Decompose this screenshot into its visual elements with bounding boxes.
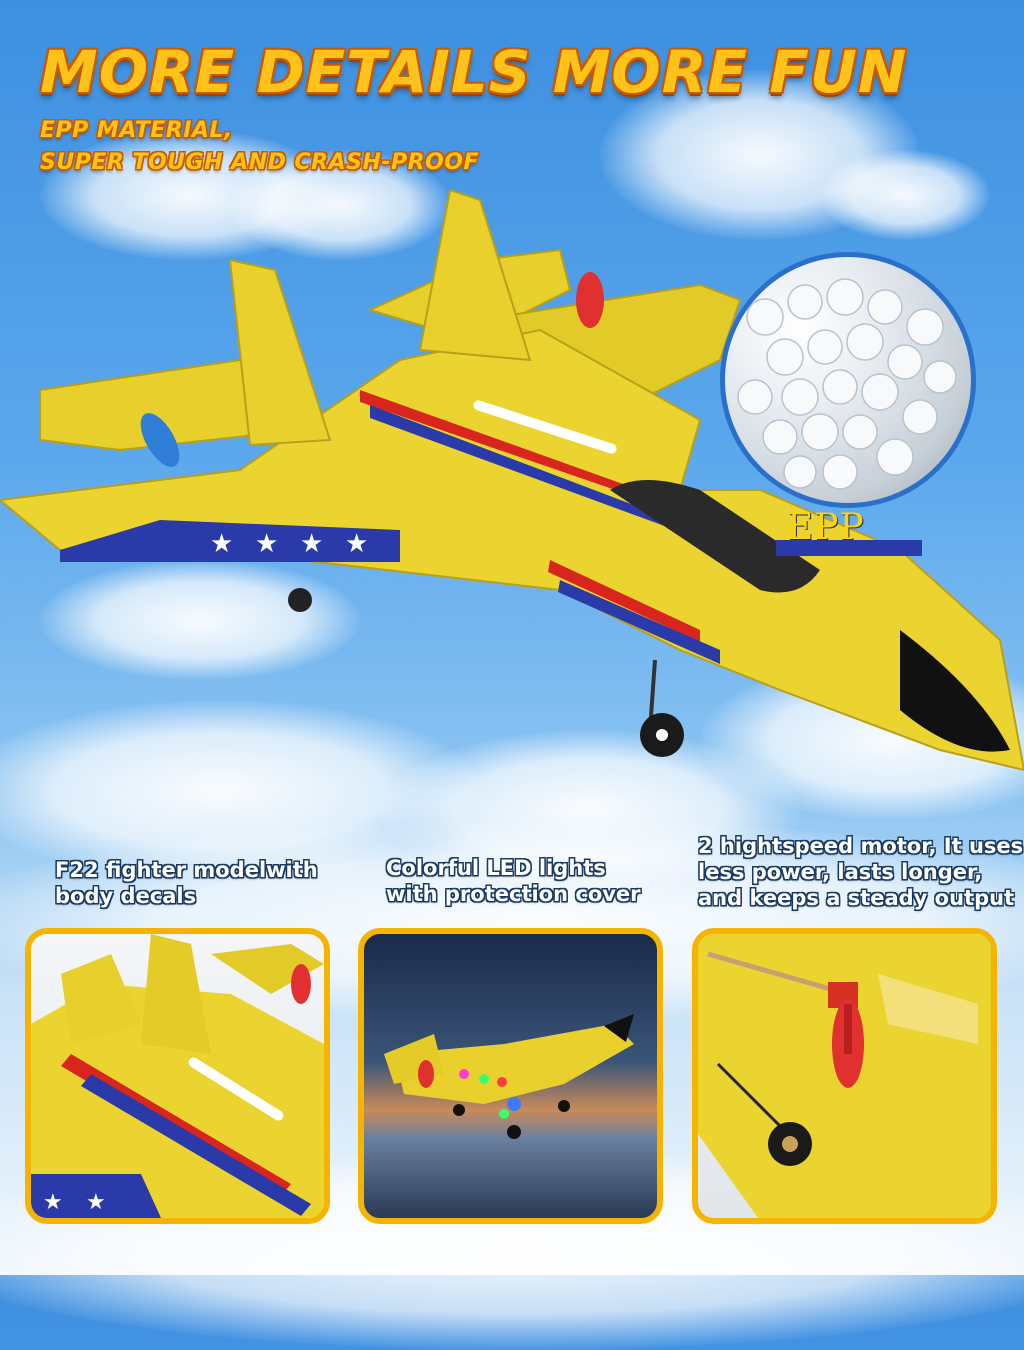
subheadline-line-1: EPP MATERIAL, <box>40 118 233 143</box>
feature-1-line-1: F22 fighter modelwith <box>55 858 318 882</box>
feature-caption-led: Colorful LED lights with protection cove… <box>386 855 641 907</box>
main-plane-red-propeller <box>576 272 604 328</box>
svg-text:★: ★ <box>255 529 278 559</box>
subheadline-line-2: SUPER TOUGH AND CRASH-PROOF <box>40 150 480 175</box>
svg-text:★: ★ <box>43 1190 63 1215</box>
feature-2-line-2: with protection cover <box>386 882 641 906</box>
main-plane-right-fin <box>418 190 532 362</box>
feature-2-line-1: Colorful LED lights <box>386 856 606 880</box>
epp-badge-label: EPP <box>787 507 865 548</box>
main-plane-led-strip <box>473 400 617 454</box>
main-plane-blue-propeller <box>140 413 180 467</box>
main-plane-illustration: ★ ★ ★ ★ <box>0 190 1024 772</box>
svg-text:★: ★ <box>300 529 323 559</box>
svg-text:★: ★ <box>86 1190 106 1215</box>
epp-badge-bar <box>776 540 922 556</box>
decals-closeup-image: ★ ★ <box>31 934 324 1218</box>
main-plane-red-stripe <box>360 390 650 502</box>
feature-caption-decals: F22 fighter modelwith body decals <box>55 857 318 909</box>
svg-text:★: ★ <box>345 529 368 559</box>
main-plane-cockpit <box>610 480 820 593</box>
epp-foam-magnifier <box>720 252 976 508</box>
feature-panel-motor <box>692 928 997 1224</box>
main-plane-nose-cone <box>900 630 1010 752</box>
feature-3-line-1: 2 hightspeed motor, It uses <box>698 834 1024 858</box>
main-plane-blue-stripe <box>370 405 670 528</box>
main-plane-left-stabilizer <box>39 358 302 452</box>
main-plane-left-fin <box>228 258 332 447</box>
feature-3-line-3: and keeps a steady output <box>698 886 1015 910</box>
motor-closeup-image <box>698 934 991 1218</box>
main-plane-star-decal <box>60 520 400 562</box>
feature-3-line-2: less power, lasts longer, <box>698 860 983 884</box>
svg-text:★: ★ <box>210 529 233 559</box>
feature-panel-decals: ★ ★ <box>25 928 330 1224</box>
main-plane-rear-wheel <box>288 588 312 612</box>
main-plane-lower-red-stripe <box>548 560 700 642</box>
main-plane-lower-blue-stripe <box>558 580 720 664</box>
feature-1-line-2: body decals <box>55 884 197 908</box>
feature-panel-led <box>358 928 663 1224</box>
feature-caption-motor: 2 hightspeed motor, It uses less power, … <box>698 833 1023 911</box>
led-night-image <box>384 1014 634 1139</box>
headline: MORE DETAILS MORE FUN <box>40 38 908 106</box>
